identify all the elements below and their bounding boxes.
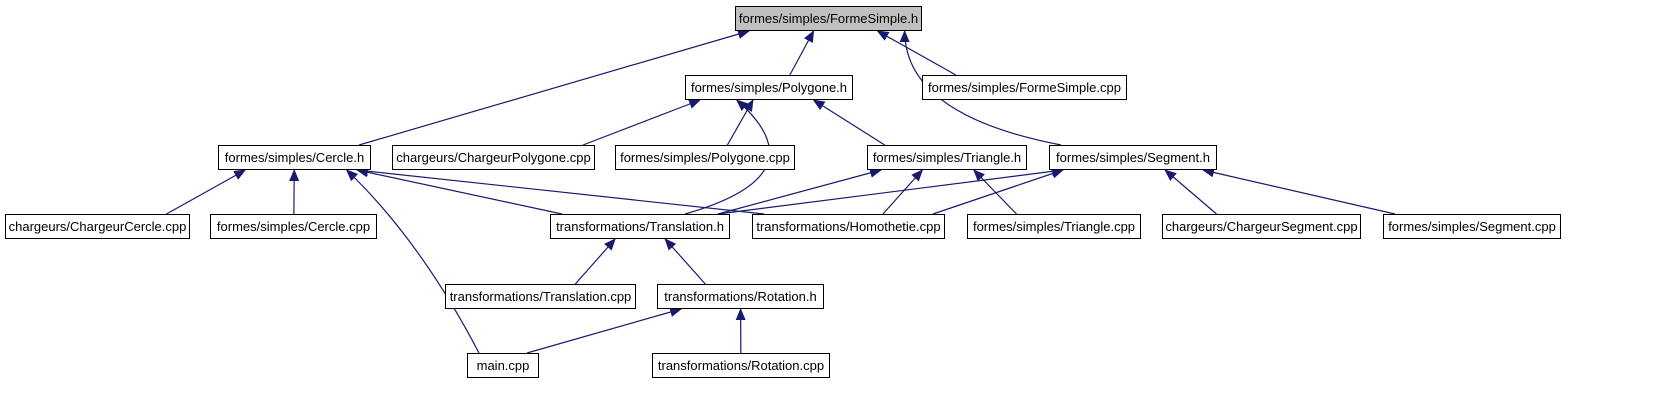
edge-triangle-cpp-to-triangle-h	[973, 169, 1017, 215]
edge-main-cpp-to-cercle-h	[345, 169, 480, 354]
node-chargeurpolygone-cpp[interactable]: chargeurs/ChargeurPolygone.cpp	[392, 145, 595, 170]
edge-chargeurpolygone-cpp-to-polygone-h	[582, 99, 702, 146]
node-translation-cpp[interactable]: transformations/Translation.cpp	[445, 284, 636, 309]
node-segment-cpp[interactable]: formes/simples/Segment.cpp	[1383, 214, 1561, 239]
edge-chargeurcercle-cpp-to-cercle-h	[166, 169, 247, 215]
edge-formesimple-cpp-to-formesimple-h	[876, 30, 957, 76]
edge-polygone-cpp-to-polygone-h	[726, 99, 754, 146]
edge-main-cpp-to-rotation-h	[526, 307, 683, 354]
edge-homothetie-cpp-to-triangle-h	[882, 169, 924, 215]
node-chargeurcercle-cpp[interactable]: chargeurs/ChargeurCercle.cpp	[5, 214, 190, 239]
node-chargeursegment-cpp[interactable]: chargeurs/ChargeurSegment.cpp	[1162, 214, 1361, 239]
edge-rotation-h-to-translation-h	[664, 238, 706, 285]
edge-segment-cpp-to-segment-h	[1202, 167, 1396, 215]
edge-chargeursegment-cpp-to-segment-h	[1164, 169, 1217, 215]
edge-translation-cpp-to-translation-h	[574, 238, 616, 285]
node-segment-h[interactable]: formes/simples/Segment.h	[1049, 145, 1217, 170]
node-rotation-cpp[interactable]: transformations/Rotation.cpp	[652, 353, 830, 378]
node-triangle-h[interactable]: formes/simples/Triangle.h	[867, 145, 1027, 170]
node-translation-h[interactable]: transformations/Translation.h	[550, 214, 730, 239]
node-cercle-cpp[interactable]: formes/simples/Cercle.cpp	[210, 214, 377, 239]
node-polygone-h[interactable]: formes/simples/Polygone.h	[685, 75, 853, 100]
node-cercle-h[interactable]: formes/simples/Cercle.h	[218, 145, 371, 170]
edge-homothetie-cpp-to-cercle-h	[356, 166, 765, 215]
edge-polygone-h-to-formesimple-h	[789, 30, 815, 76]
node-polygone-cpp[interactable]: formes/simples/Polygone.cpp	[615, 145, 795, 170]
edge-segment-h-to-formesimple-h	[899, 30, 1062, 146]
node-main-cpp[interactable]: main.cpp	[467, 353, 539, 378]
edge-translation-h-to-triangle-h	[717, 168, 882, 215]
node-formesimple-h: formes/simples/FormeSimple.h	[735, 6, 922, 31]
node-triangle-cpp[interactable]: formes/simples/Triangle.cpp	[967, 214, 1141, 239]
edge-translation-h-to-cercle-h	[356, 167, 563, 215]
node-homothetie-cpp[interactable]: transformations/Homothetie.cpp	[752, 214, 945, 239]
edge-cercle-h-to-formesimple-h	[358, 29, 750, 146]
edge-triangle-h-to-polygone-h	[812, 99, 886, 146]
edge-translation-h-to-segment-h	[717, 166, 1064, 215]
edge-homothetie-cpp-to-segment-h	[932, 168, 1064, 215]
node-formesimple-cpp[interactable]: formes/simples/FormeSimple.cpp	[922, 75, 1127, 100]
node-rotation-h[interactable]: transformations/Rotation.h	[657, 284, 824, 309]
